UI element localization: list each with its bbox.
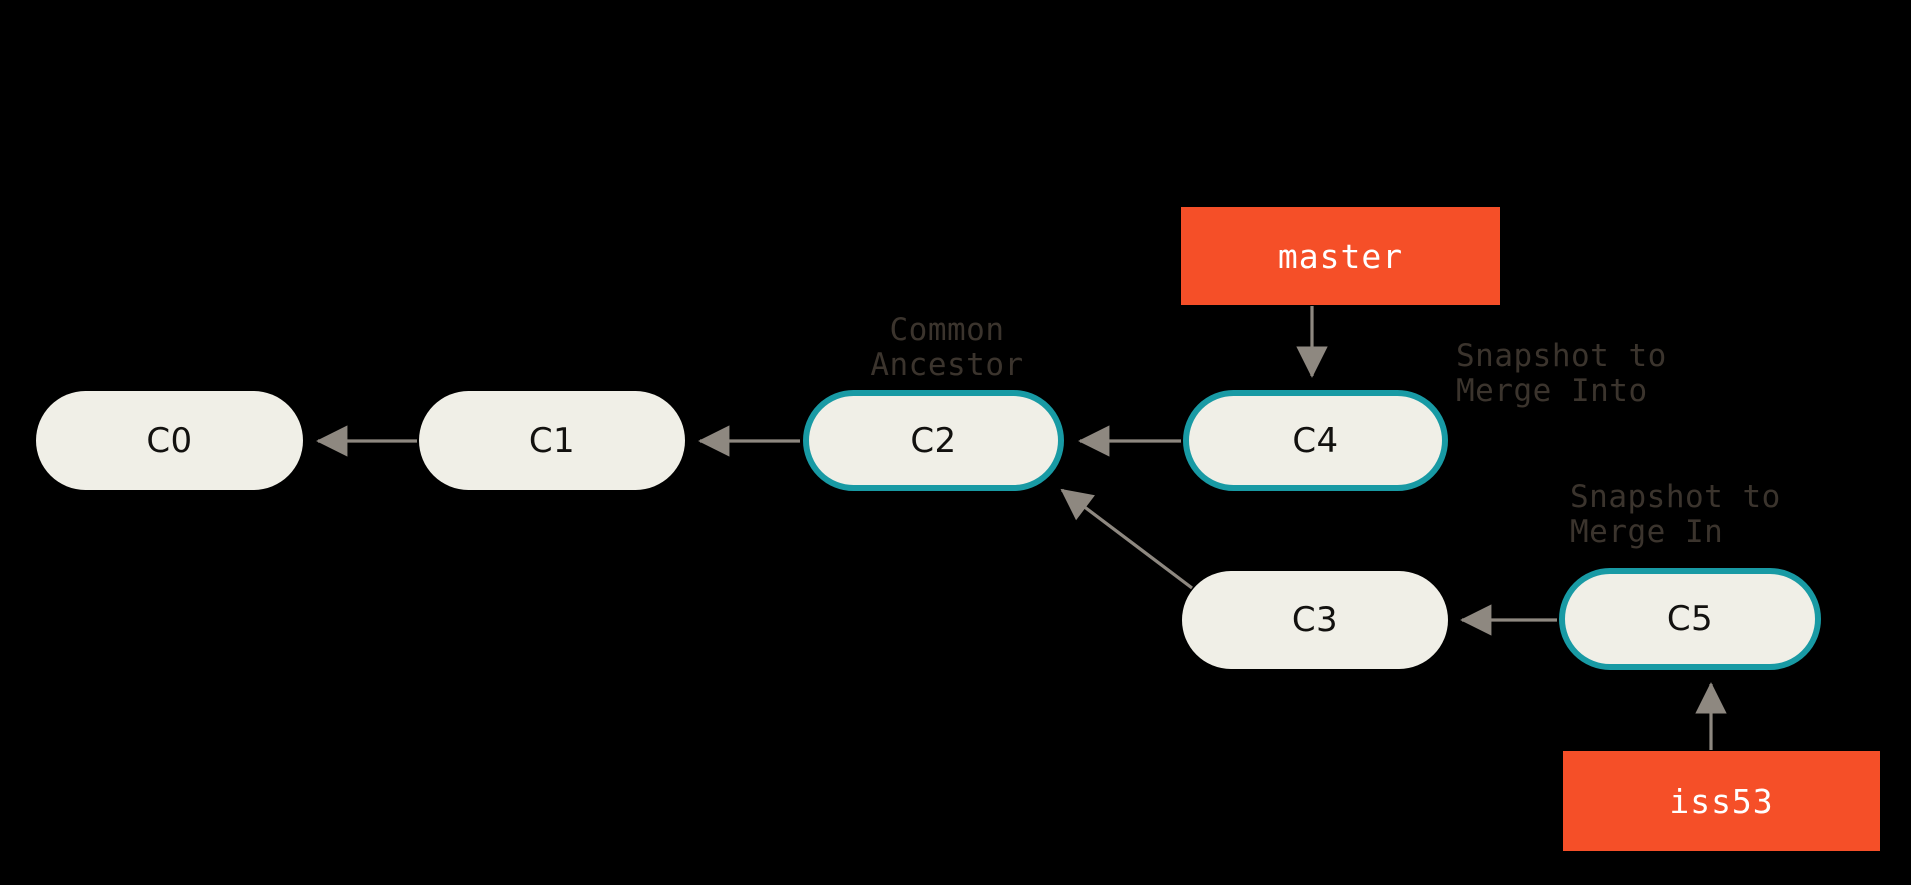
commit-node-c2[interactable]: C2: [803, 390, 1064, 491]
commit-node-c3[interactable]: C3: [1182, 571, 1448, 669]
branch-label-text: iss53: [1669, 781, 1774, 821]
commit-node-c5[interactable]: C5: [1559, 568, 1821, 670]
commit-label: C2: [910, 420, 957, 461]
branch-label-text: master: [1277, 236, 1404, 276]
commit-label: C0: [146, 420, 193, 461]
commit-node-c4[interactable]: C4: [1183, 390, 1448, 491]
commit-label: C3: [1291, 600, 1339, 640]
commit-node-c0[interactable]: C0: [36, 391, 303, 490]
commit-label: C5: [1666, 599, 1714, 639]
annotation-snapshot-to-merge-into: Snapshot to Merge Into: [1456, 338, 1667, 410]
commit-label: C1: [528, 420, 576, 461]
branch-label-master[interactable]: master: [1181, 207, 1500, 305]
edge-c3-to-c2: [1060, 488, 1193, 590]
commit-label: C4: [1292, 420, 1339, 461]
annotation-common-ancestor: Common Ancestor: [870, 312, 1024, 384]
commit-node-c1[interactable]: C1: [419, 391, 685, 490]
branch-label-iss53[interactable]: iss53: [1563, 751, 1880, 851]
annotation-snapshot-to-merge-in: Snapshot to Merge In: [1570, 479, 1781, 551]
